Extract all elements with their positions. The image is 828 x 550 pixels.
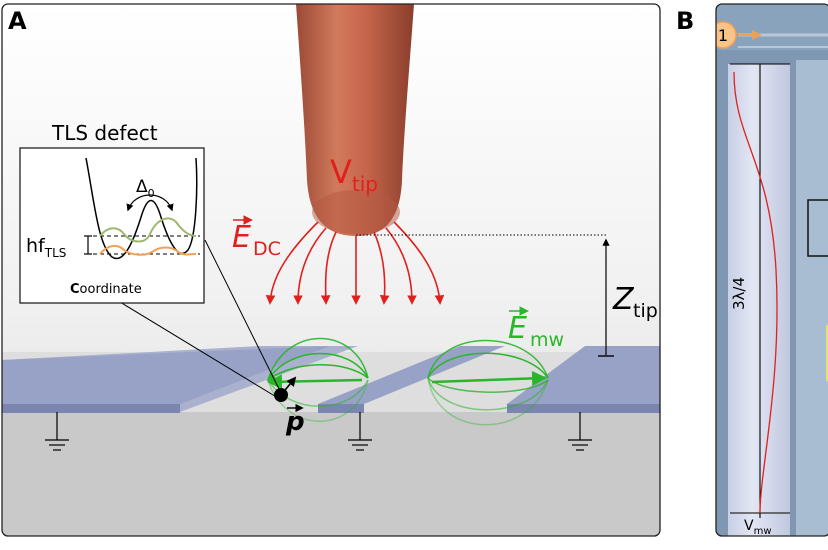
double-well-potential <box>85 157 198 260</box>
ground-symbol-right <box>568 412 592 451</box>
inset-callout-line <box>119 301 279 399</box>
tip-apex-highlight <box>312 190 400 234</box>
wavelength-label: 3λ/4 <box>730 277 748 310</box>
tls-inset: TLS defect Δ0 hfTLS Coordinate <box>19 121 205 304</box>
chip-top-strip <box>716 4 828 50</box>
substrate <box>2 412 660 536</box>
dc-field-line <box>320 231 337 305</box>
svg-text:Z: Z <box>612 282 635 317</box>
dc-field-line <box>393 221 445 305</box>
coordinate-axis-label: Coordinate <box>70 282 142 297</box>
mw-field-lines-right <box>427 339 549 426</box>
svg-text:mw: mw <box>530 329 564 351</box>
electrode-left <box>2 346 358 413</box>
svg-text:E: E <box>232 220 251 255</box>
inset-callout-line <box>204 239 282 394</box>
delta-label: Δ0 <box>136 177 155 200</box>
panel-b: B 1 3λ/4 Vmw <box>676 3 828 537</box>
panel-b-border <box>715 3 828 537</box>
wavefunction-lower <box>99 244 197 256</box>
dc-field-line <box>293 227 327 305</box>
tip <box>296 4 414 236</box>
dipole-arrow <box>280 376 297 396</box>
resonator-strip <box>728 64 790 536</box>
electrode-right <box>507 346 660 413</box>
panel-a: A Vtip E DC E mw Z tip p TLS defect <box>1 3 661 537</box>
tls-inset-title: TLS defect <box>51 121 158 145</box>
emw-label: E mw <box>508 306 564 351</box>
svg-text:p: p <box>285 407 305 437</box>
wavefunction-upper <box>99 217 197 243</box>
ground-symbol-center <box>348 412 372 451</box>
dc-field-line <box>373 231 390 305</box>
panel-a-border <box>1 3 661 537</box>
ground-symbol-left <box>45 412 69 451</box>
ztip-label: Z tip <box>612 282 658 322</box>
chip-contact-pad <box>807 199 828 257</box>
port-marker-label: 1 <box>718 26 728 45</box>
dipole-label: p <box>285 403 305 437</box>
tip-voltage-label: Vtip <box>330 153 378 196</box>
vmw-label: Vmw <box>744 518 772 537</box>
svg-text:DC: DC <box>253 238 281 260</box>
energy-gap-label: hfTLS <box>26 235 66 260</box>
svg-text:E: E <box>508 311 527 346</box>
tunneling-arrow <box>126 194 174 212</box>
dc-field-line <box>265 221 319 305</box>
edc-label: E DC <box>232 215 281 260</box>
chip-column <box>796 60 828 536</box>
chip-yellow-pad <box>826 325 828 381</box>
standing-wave-curve <box>733 71 778 514</box>
tls-inset-box <box>19 147 205 304</box>
svg-text:tip: tip <box>633 300 658 322</box>
panel-a-letter: A <box>8 7 27 35</box>
panel-b-letter: B <box>676 7 694 35</box>
